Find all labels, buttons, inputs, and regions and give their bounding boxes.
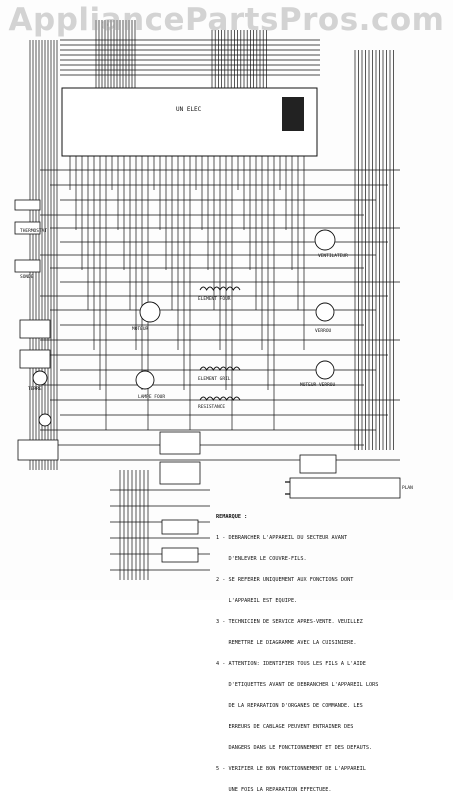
element-gril-label: ELEMENT GRIL bbox=[198, 376, 231, 382]
note-line: L'APPAREIL EST EQUIPE. bbox=[216, 598, 298, 604]
note-line: 4 - ATTENTION: IDENTIFIER TOUS LES FILS … bbox=[216, 661, 366, 667]
connector-block bbox=[299, 454, 337, 474]
control-board bbox=[61, 87, 318, 157]
lock-circle bbox=[315, 302, 335, 322]
element-four-coil bbox=[199, 286, 241, 291]
note-line: DANGERS DANS LE FONCTIONNEMENT ET DES DE… bbox=[216, 745, 373, 751]
note-line: UNE FOIS LA REPARATION EFFECTUEE. bbox=[216, 787, 332, 793]
switch-block bbox=[19, 349, 51, 369]
notes-block: REMARQUE : 1 - DEBRANCHER L'APPAREIL DU … bbox=[216, 500, 436, 808]
lamp-label: LAMPE FOUR bbox=[138, 394, 165, 400]
resistance-label: RESISTANCE bbox=[198, 404, 225, 410]
probe-circle bbox=[38, 413, 52, 427]
terminal-strip bbox=[289, 477, 401, 499]
plan-label: PLAN bbox=[402, 485, 413, 491]
ground-label: TERRE bbox=[28, 386, 42, 392]
lock-switch-box bbox=[161, 519, 199, 535]
note-line: 5 - VERIFIER LE BON FONCTIONNEMENT DE L'… bbox=[216, 766, 366, 772]
relay-box bbox=[159, 461, 201, 485]
thermostat-label: THERMOSTAT bbox=[20, 228, 47, 234]
probe-label: SONDE bbox=[20, 274, 34, 280]
door-switch-box bbox=[161, 547, 199, 563]
note-line: D'ETIQUETTES AVANT DE DEBRANCHER L'APPAR… bbox=[216, 682, 379, 688]
note-line: 3 - TECHNICIEN DE SERVICE APRES-VENTE. V… bbox=[216, 619, 363, 625]
motor-label: MOTEUR bbox=[132, 326, 149, 332]
notes-title: REMARQUE : bbox=[216, 514, 248, 520]
lock-motor-circle bbox=[315, 360, 335, 380]
note-line: 1 - DEBRANCHER L'APPAREIL DU SECTEUR AVA… bbox=[216, 535, 348, 541]
resistance-coil bbox=[199, 396, 241, 401]
probe-block bbox=[14, 259, 41, 273]
board-connector-block bbox=[282, 97, 304, 131]
lamp-circle bbox=[135, 370, 155, 390]
relay-block bbox=[14, 221, 41, 235]
component-group bbox=[14, 199, 401, 563]
element-gril-coil bbox=[199, 366, 241, 371]
note-line: 2 - SE REFERER UNIQUEMENT AUX FONCTIONS … bbox=[216, 577, 354, 583]
element-four-label: ELEMENT FOUR bbox=[198, 296, 231, 302]
lock-motor-label: MOTEUR VERROU bbox=[300, 382, 336, 388]
note-line: DE LA REPARATION D'ORGANES DE COMMANDE. … bbox=[216, 703, 363, 709]
note-line: REMETTRE LE DIAGRAMME AVEC LA CUISINIERE… bbox=[216, 640, 357, 646]
relay-box bbox=[159, 431, 201, 455]
terminal-block bbox=[17, 439, 59, 461]
motor-circle bbox=[139, 301, 161, 323]
ground-circle bbox=[32, 370, 48, 386]
note-line: D'ENLEVER LE COUVRE-FILS. bbox=[216, 556, 307, 562]
thermostat-block bbox=[14, 199, 41, 211]
wiring-diagram: UN ELEC MOTEUR VENTILATEUR ELEMENT FOUR … bbox=[8, 2, 444, 793]
switch-block bbox=[19, 319, 51, 339]
schematic-svg: UN ELEC MOTEUR VENTILATEUR ELEMENT FOUR … bbox=[14, 20, 413, 580]
board-label: UN ELEC bbox=[176, 106, 202, 113]
ventilator-circle bbox=[314, 229, 336, 251]
ventilator-label: VENTILATEUR bbox=[318, 253, 348, 259]
note-line: ERREURS DE CABLAGE PEUVENT ENTRAINER DES bbox=[216, 724, 354, 730]
lock-label: VERROU bbox=[315, 328, 332, 334]
